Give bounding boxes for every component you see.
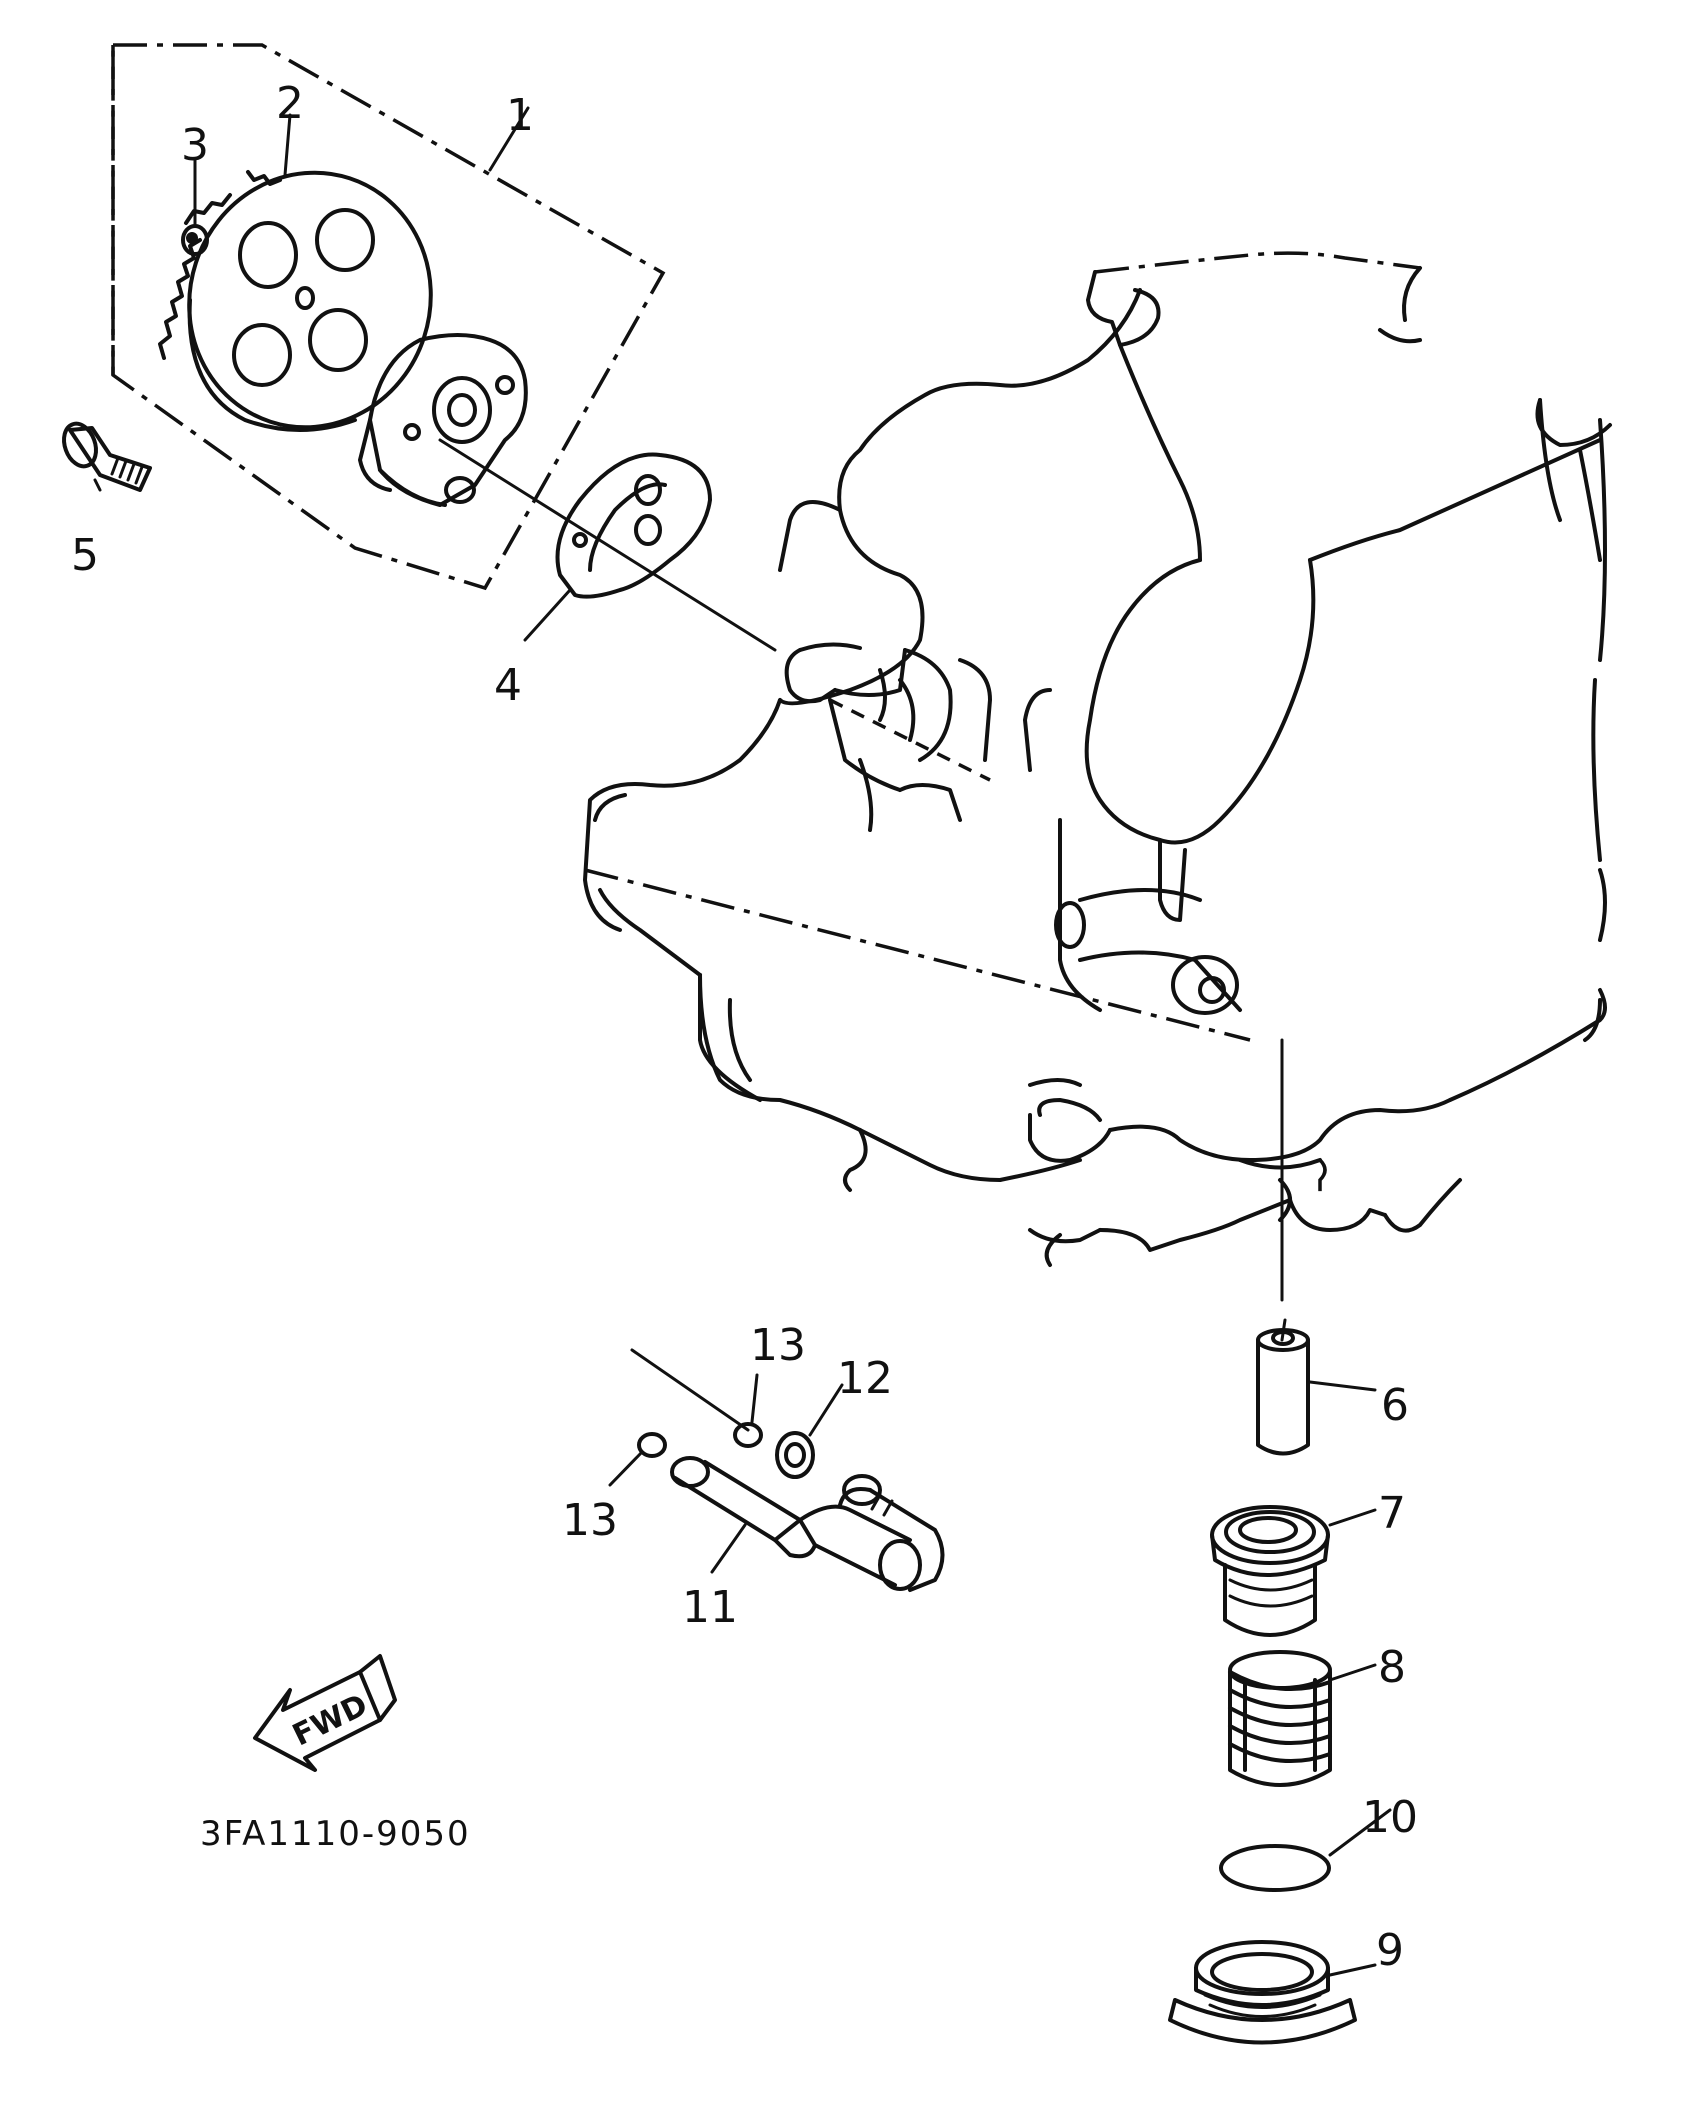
drive-gear — [158, 170, 433, 432]
callout-leaders — [93, 106, 1392, 1977]
crankcase-outline — [583, 251, 1612, 1267]
callout-13-lower: 13 — [562, 1495, 618, 1546]
relief-valve-pin — [1256, 1328, 1310, 1456]
lower-assembly-boundary — [584, 868, 1251, 1042]
strainer-pipe — [670, 1456, 945, 1592]
callout-13-upper: 13 — [750, 1320, 806, 1371]
callout-labels: 1 2 3 4 5 6 7 8 10 9 11 12 13 13 — [71, 78, 1418, 1976]
callout-5: 5 — [71, 530, 99, 581]
o-ring-upper — [733, 1422, 763, 1448]
callout-1: 1 — [506, 90, 534, 141]
pump-body — [358, 333, 528, 507]
callout-2: 2 — [276, 78, 304, 129]
valve-spring — [1228, 1650, 1332, 1787]
forward-direction-arrow: FWD — [253, 1654, 397, 1772]
clip — [775, 1431, 815, 1479]
callout-8: 8 — [1378, 1642, 1406, 1693]
callout-4: 4 — [494, 660, 522, 711]
callout-9: 9 — [1376, 1925, 1404, 1976]
callout-12: 12 — [837, 1353, 893, 1404]
valve-o-ring — [1219, 1844, 1331, 1892]
pump-assembly-boundary — [111, 43, 666, 591]
callout-6: 6 — [1381, 1380, 1409, 1431]
o-ring-lower — [637, 1432, 667, 1458]
callout-3: 3 — [181, 120, 209, 171]
small-washer — [181, 224, 209, 256]
valve-plug — [1210, 1505, 1330, 1637]
bolt — [62, 421, 152, 492]
callout-11: 11 — [682, 1582, 738, 1633]
gasket — [555, 452, 712, 599]
callout-7: 7 — [1378, 1488, 1406, 1539]
callout-10: 10 — [1362, 1792, 1418, 1843]
part-code: 3FA1110-9050 — [200, 1814, 471, 1854]
valve-cap — [1168, 1940, 1357, 2045]
